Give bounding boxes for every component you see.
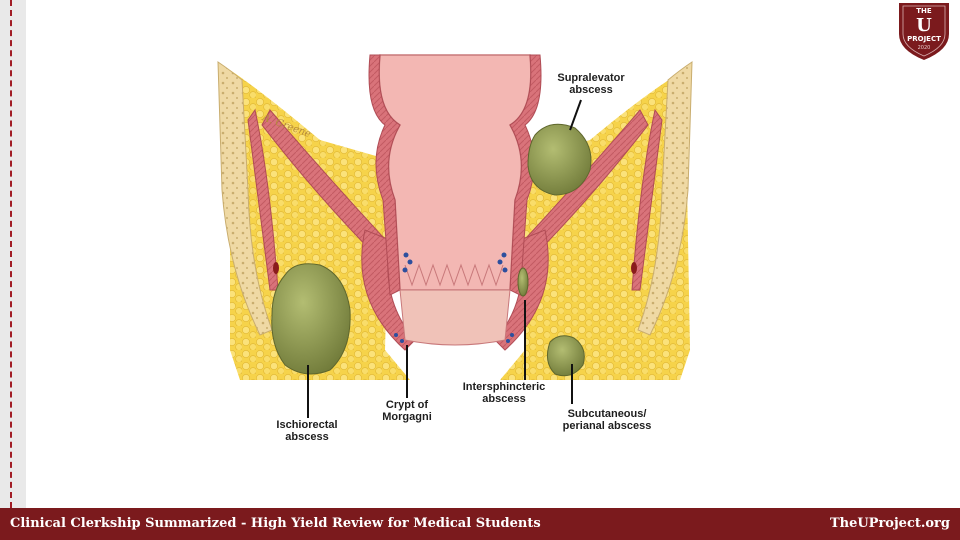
rectum <box>379 55 531 290</box>
subcutaneous-abscess-shape <box>547 336 584 376</box>
label-supralevator-abscess: Supralevator abscess <box>546 72 636 96</box>
logo-line1: THE <box>916 7 932 15</box>
the-u-project-logo: THE U PROJECT 2020 <box>893 0 955 62</box>
supralevator-abscess-shape <box>528 124 591 195</box>
footer-course-title: Clinical Clerkship Summarized - High Yie… <box>10 516 541 531</box>
logo-line2: PROJECT <box>907 35 941 43</box>
crypt-leader <box>406 345 408 398</box>
ischiorectal-leader <box>307 365 309 418</box>
logo-year: 2020 <box>918 45 931 51</box>
label-intersphincteric-abscess: Intersphincteric abscess <box>448 381 560 405</box>
footer-bar: Clinical Clerkship Summarized - High Yie… <box>0 508 960 540</box>
label-subcutaneous-abscess: Subcutaneous/ perianal abscess <box>548 408 666 432</box>
anal-canal <box>400 290 510 345</box>
left-margin-dashed-line <box>10 0 12 508</box>
logo-letter: U <box>916 15 932 36</box>
ischiorectal-abscess-shape <box>272 264 350 374</box>
subcutaneous-leader <box>571 364 573 404</box>
intersphincteric-leader <box>524 300 526 380</box>
anorectal-abscess-illustration: A. Greene <box>200 50 710 400</box>
label-crypt-of-morgagni: Crypt of Morgagni <box>372 399 442 423</box>
label-ischiorectal-abscess: Ischiorectal abscess <box>264 419 350 443</box>
footer-website-link[interactable]: TheUProject.org <box>830 516 950 531</box>
intersphincteric-abscess-shape <box>518 268 528 296</box>
left-margin-strip <box>0 0 26 508</box>
